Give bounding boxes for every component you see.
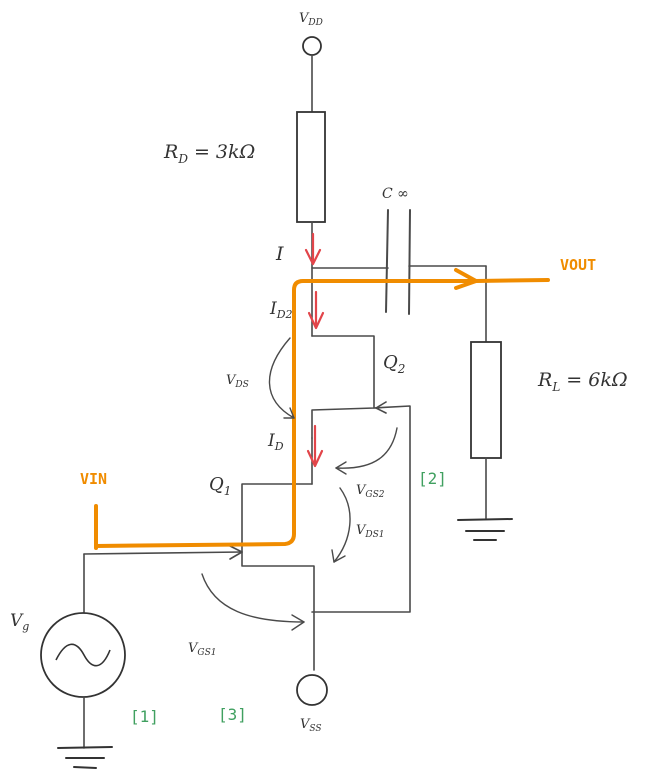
capacitor-plate-left: [385, 209, 389, 313]
rd-label: RD= 3kΩ: [163, 141, 255, 166]
q2-label: Q2: [383, 352, 405, 376]
current-arrow-id2: [307, 290, 325, 330]
vg-label: Vg: [10, 611, 29, 633]
q2-gate-arrow: [375, 401, 387, 409]
loop-1-label: [1]: [130, 707, 159, 726]
loop-2-label: [2]: [418, 469, 447, 488]
loop-3-label: [3]: [218, 705, 247, 724]
id2-label: ID2: [269, 299, 293, 321]
sine-icon: [55, 643, 111, 667]
vds-label: VDS: [226, 373, 249, 390]
vin-label: VIN: [80, 470, 107, 488]
vdd-terminal: [302, 36, 322, 56]
vds1-arrow: [331, 487, 351, 563]
vss-terminal: [296, 674, 328, 706]
vgs1-arrow: [201, 573, 305, 631]
vds-arrow: [268, 337, 295, 419]
id-label: ID: [267, 431, 284, 453]
q2-drain-channel: [311, 335, 375, 439]
vgs1-label: VGS1: [188, 641, 216, 658]
vss-label: VSS: [300, 717, 322, 734]
capacitor-plate-right: [408, 209, 411, 315]
vgs2-label: VGS2: [356, 483, 385, 500]
rl-label: RL= 6kΩ: [537, 369, 628, 394]
vg-source: [40, 612, 126, 698]
signal-path: [94, 279, 478, 548]
vdd-label: VDD: [299, 11, 323, 28]
current-arrow-id: [306, 424, 324, 468]
vgs2-arrow: [335, 427, 398, 475]
vds1-label: VDS1: [356, 523, 385, 540]
resistor-rl: [470, 341, 502, 459]
vout-label: VOUT: [560, 256, 596, 274]
cap-label: C ∞: [382, 186, 409, 202]
vout-output-line: [474, 278, 550, 283]
q1-label: Q1: [209, 474, 231, 498]
q2-gate-wire: [311, 405, 411, 613]
current-arrow-i: [304, 232, 322, 266]
q1-gate-wire: [83, 551, 243, 555]
q1-channel: [241, 483, 315, 671]
ground-rl-icon: [457, 518, 513, 541]
current-i-label: I: [275, 243, 284, 265]
resistor-rd: [296, 111, 326, 223]
ground-vg-icon: [57, 746, 113, 769]
